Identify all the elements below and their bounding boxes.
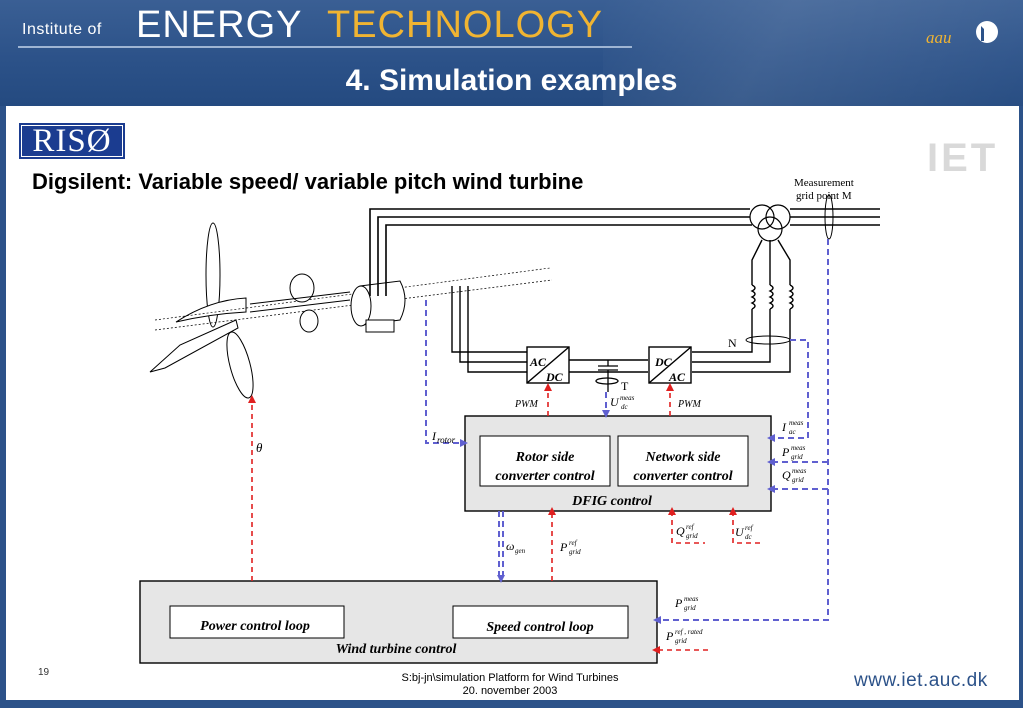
- header-banner: Institute of ENERGY TECHNOLOGY 4. Simula…: [0, 0, 1023, 106]
- conv2-bottom-label: AC: [668, 370, 686, 384]
- udc-ref-label: U: [735, 525, 745, 539]
- slide-number: 19: [38, 667, 50, 678]
- turbine-rotor-icon: [149, 222, 254, 399]
- pgrid-meas-sup: meas: [791, 444, 806, 452]
- dc-link-capacitor-icon: [595, 360, 619, 392]
- header-glass-decoration: [603, 0, 1023, 106]
- node-t-label: T: [621, 379, 629, 393]
- rotor-converter: [526, 346, 570, 384]
- network-side-control-box: [617, 435, 749, 487]
- wt-control-label: Wind turbine control: [336, 642, 457, 657]
- grid-converter: [648, 346, 692, 384]
- transformer-icon: [749, 204, 791, 242]
- power-loop-label: Power control loop: [200, 619, 310, 634]
- udc-ref-sup: ref: [745, 524, 754, 532]
- network-ctrl-line1: Network side: [644, 450, 720, 465]
- measurement-label-2: grid point M: [796, 190, 852, 202]
- measurement-label-1: Measurement: [794, 177, 854, 189]
- pgrid-ref-label: P: [559, 540, 568, 554]
- page-title-text: 4. Simulation examples: [345, 64, 678, 97]
- dfig-control-label: DFIG control: [571, 494, 652, 509]
- iac-label: I: [781, 420, 787, 434]
- pwm-left-label: PWM: [514, 399, 538, 410]
- riso-logo: RISØ: [19, 123, 125, 159]
- qgrid-meas-sup: meas: [792, 467, 807, 475]
- iac-sup: meas: [789, 419, 804, 427]
- institute-label: Institute of: [22, 21, 102, 38]
- iac-sub: ac: [789, 428, 797, 436]
- red-signal-lines: [251, 388, 760, 651]
- irotor-label: I: [431, 429, 437, 443]
- grid-busbar: [369, 208, 880, 296]
- rotor-ctrl-line2: converter control: [495, 469, 594, 484]
- qgrid-ref-label: Q: [676, 524, 685, 538]
- blade-top: [205, 222, 221, 328]
- conv1-top-label: AC: [529, 355, 547, 369]
- qgrid-meas-sub: grid: [792, 476, 804, 484]
- red-arrowheads: [248, 383, 737, 654]
- omega-label: ω: [506, 539, 514, 553]
- slide-subtitle: Digsilent: Variable speed/ variable pitc…: [32, 169, 584, 194]
- blue-arrowheads: [460, 410, 775, 624]
- speed-loop-label: Speed control loop: [486, 620, 593, 635]
- aau-logo: aau: [926, 28, 952, 47]
- nacelle-hub: [175, 297, 247, 323]
- filter-inductors: [692, 239, 794, 373]
- udc-meas-label: U: [610, 395, 620, 409]
- omega-sub: gen: [515, 547, 526, 555]
- node-n-label: N: [728, 336, 737, 350]
- left-border: [0, 106, 6, 708]
- udc-meas-sup: meas: [620, 394, 635, 402]
- header-divider: [18, 46, 632, 48]
- pgrid-meas2-label: P: [674, 596, 683, 610]
- theta-label: θ: [256, 440, 263, 455]
- technology-label: TECHNOLOGY: [327, 4, 604, 46]
- rotor-side-control-box: [479, 435, 611, 487]
- footer-date: 20. november 2003: [462, 685, 558, 697]
- pgrid-rated-label: P: [665, 629, 674, 643]
- blue-signal-lines: [425, 239, 829, 621]
- udc-meas-sub: dc: [621, 403, 629, 411]
- blade-bottom: [226, 331, 254, 399]
- network-ctrl-line2: converter control: [633, 469, 732, 484]
- pgrid-meas2-sup: meas: [684, 595, 699, 603]
- website-link[interactable]: www.iet.auc.dk: [854, 670, 988, 691]
- qgrid-meas-label: Q: [782, 468, 791, 482]
- pgrid-rated-sup: ref , rated: [675, 628, 703, 636]
- energy-label: ENERGY: [136, 4, 303, 46]
- irotor-sub: rotor: [437, 435, 456, 445]
- rotor-ctrl-line1: Rotor side: [515, 450, 575, 465]
- right-border: [1019, 106, 1023, 708]
- pgrid-rated-sub: grid: [675, 637, 687, 645]
- qgrid-ref-sup: ref: [686, 523, 695, 531]
- pwm-right-label: PWM: [677, 399, 701, 410]
- generator-icon: [350, 280, 406, 333]
- footer-info: S:bj-jn\simulation Platform for Wind Tur…: [360, 672, 660, 698]
- shaft-axis: [154, 267, 551, 321]
- pgrid-ref-sup: ref: [569, 539, 578, 547]
- pgrid-meas-sub: grid: [791, 453, 803, 461]
- page-title: 4. Simulation examples: [0, 64, 1023, 98]
- qgrid-ref-sub: grid: [686, 532, 698, 540]
- pgrid-ref-sub: grid: [569, 548, 581, 556]
- speed-loop-box: [452, 605, 629, 639]
- footer-path: S:bj-jn\simulation Platform for Wind Tur…: [401, 672, 619, 684]
- power-loop-box: [169, 605, 345, 639]
- rotor-feeders: [451, 286, 648, 373]
- pgrid-meas2-sub: grid: [684, 604, 696, 612]
- blade-left: [149, 319, 239, 373]
- udc-ref-sub: dc: [745, 533, 753, 541]
- iet-logo: IET: [927, 136, 999, 180]
- conv2-top-label: DC: [654, 355, 673, 369]
- aau-emblem-icon: [976, 21, 998, 43]
- gearbox-icon: [249, 273, 351, 333]
- conv1-bottom-label: DC: [545, 370, 564, 384]
- pgrid-meas-label: P: [781, 445, 790, 459]
- footer-bar: [0, 700, 1023, 708]
